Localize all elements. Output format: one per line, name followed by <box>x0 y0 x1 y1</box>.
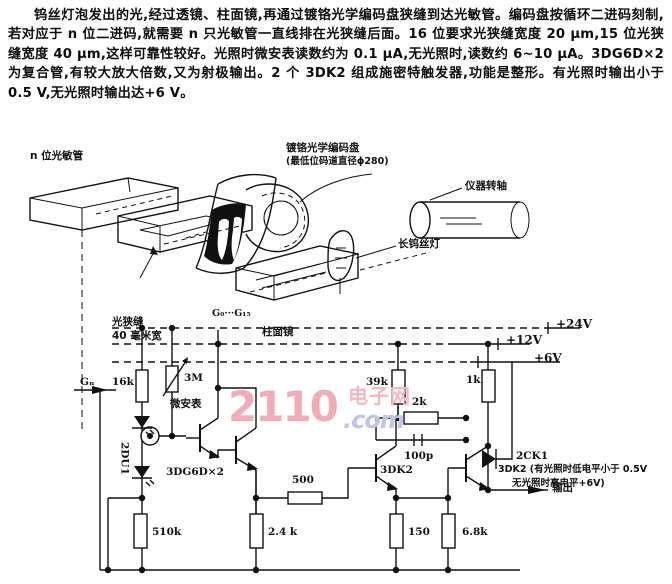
label-r-2k: 2k <box>412 396 427 408</box>
lamp-leader <box>355 245 397 259</box>
r-150 <box>389 513 404 549</box>
label-photodetector: n 位光敏管 <box>30 150 84 162</box>
figure-svg <box>29 173 580 574</box>
label-encoder-disc-line2: (最低位码道直径ϕ280) <box>286 156 389 167</box>
shaft-leader <box>429 187 463 201</box>
figure-container: n 位光敏管 光狭缝 40 毫米宽 G₀···G₁₅ 柱面镜 镀铬光学编码盘 (… <box>0 118 672 584</box>
r-2-4k <box>249 513 264 549</box>
label-slit-line1: 光狭缝 <box>112 316 144 328</box>
r-2k <box>403 411 439 425</box>
label-r-500: 500 <box>292 474 314 486</box>
note-line1: 3DK2 (有光照时低电平小于 0.5V <box>498 464 648 475</box>
diode-2ck1 <box>482 362 513 469</box>
slit-leader <box>139 249 156 279</box>
label-r-150: 150 <box>408 526 430 538</box>
construction-line-5 <box>185 231 207 239</box>
label-r-39k: 39k <box>366 376 388 388</box>
label-rail-24v: +24V <box>556 317 593 331</box>
encoder-leader <box>299 173 373 203</box>
label-r-1k: 1k <box>466 374 481 386</box>
label-microammeter: 微安表 <box>170 398 202 410</box>
label-3dg6d: 3DG6D×2 <box>166 466 224 478</box>
r-500 <box>287 491 323 505</box>
label-c-100p: 100p <box>404 450 434 462</box>
photodetector-slab <box>29 177 179 231</box>
transistor-q2 <box>217 427 258 471</box>
transistor-q3 <box>348 445 398 491</box>
label-gate-range: G₀···G₁₅ <box>212 308 251 319</box>
r-16k <box>135 369 149 403</box>
label-r-16k: 16k <box>112 376 134 388</box>
label-3dk2-q3: 3DK2 <box>380 464 413 476</box>
label-rail-12v: +12V <box>506 333 543 347</box>
label-r-2-4k: 2.4 k <box>268 526 298 538</box>
r-39k <box>391 369 406 405</box>
construction-line-3 <box>249 271 331 293</box>
label-encoder-disc-line1: 镀铬光学编码盘 <box>286 142 360 154</box>
r-1k <box>481 369 496 403</box>
r-510k <box>133 513 148 549</box>
label-rail-6v: +6V <box>534 351 562 365</box>
label-cylindrical-lens: 柱面镜 <box>262 326 294 338</box>
circuit-schematic <box>74 322 580 574</box>
photodiode-2du1 <box>132 416 155 487</box>
article-body: 钨丝灯泡发出的光,经过透镜、柱面镜,再通过镀铬光学编码盘狭缝到达光敏管。编码盘按… <box>8 6 664 103</box>
label-input-gn: Gₙ <box>80 376 95 388</box>
label-output: 输出 <box>552 482 573 494</box>
construction-line-2 <box>163 225 241 245</box>
label-r-510k: 510k <box>152 526 182 538</box>
transistor-q1 <box>186 417 220 459</box>
construction-line-1 <box>95 195 173 215</box>
instrument-shaft <box>409 201 530 239</box>
tungsten-lamp <box>327 230 355 294</box>
label-2du1: 2DU1 <box>118 442 131 475</box>
note-line2: 无光照时高电平+6V) <box>512 478 605 489</box>
optical-diagram-group <box>29 173 530 301</box>
encoder-disc <box>195 173 310 274</box>
article-paragraph: 钨丝灯泡发出的光,经过透镜、柱面镜,再通过镀铬光学编码盘狭缝到达光敏管。编码盘按… <box>8 8 664 101</box>
label-r-3m: 3M <box>184 372 203 384</box>
label-tungsten-lamp: 长钨丝灯 <box>398 238 440 250</box>
label-slit-line2: 40 毫米宽 <box>112 330 162 342</box>
label-d-2ck1: 2CK1 <box>516 450 549 462</box>
label-instrument-shaft: 仪器转轴 <box>465 180 507 192</box>
label-r-6-8k: 6.8k <box>462 526 488 538</box>
r-6-8k <box>441 513 456 549</box>
construction-line-4 <box>359 251 431 271</box>
